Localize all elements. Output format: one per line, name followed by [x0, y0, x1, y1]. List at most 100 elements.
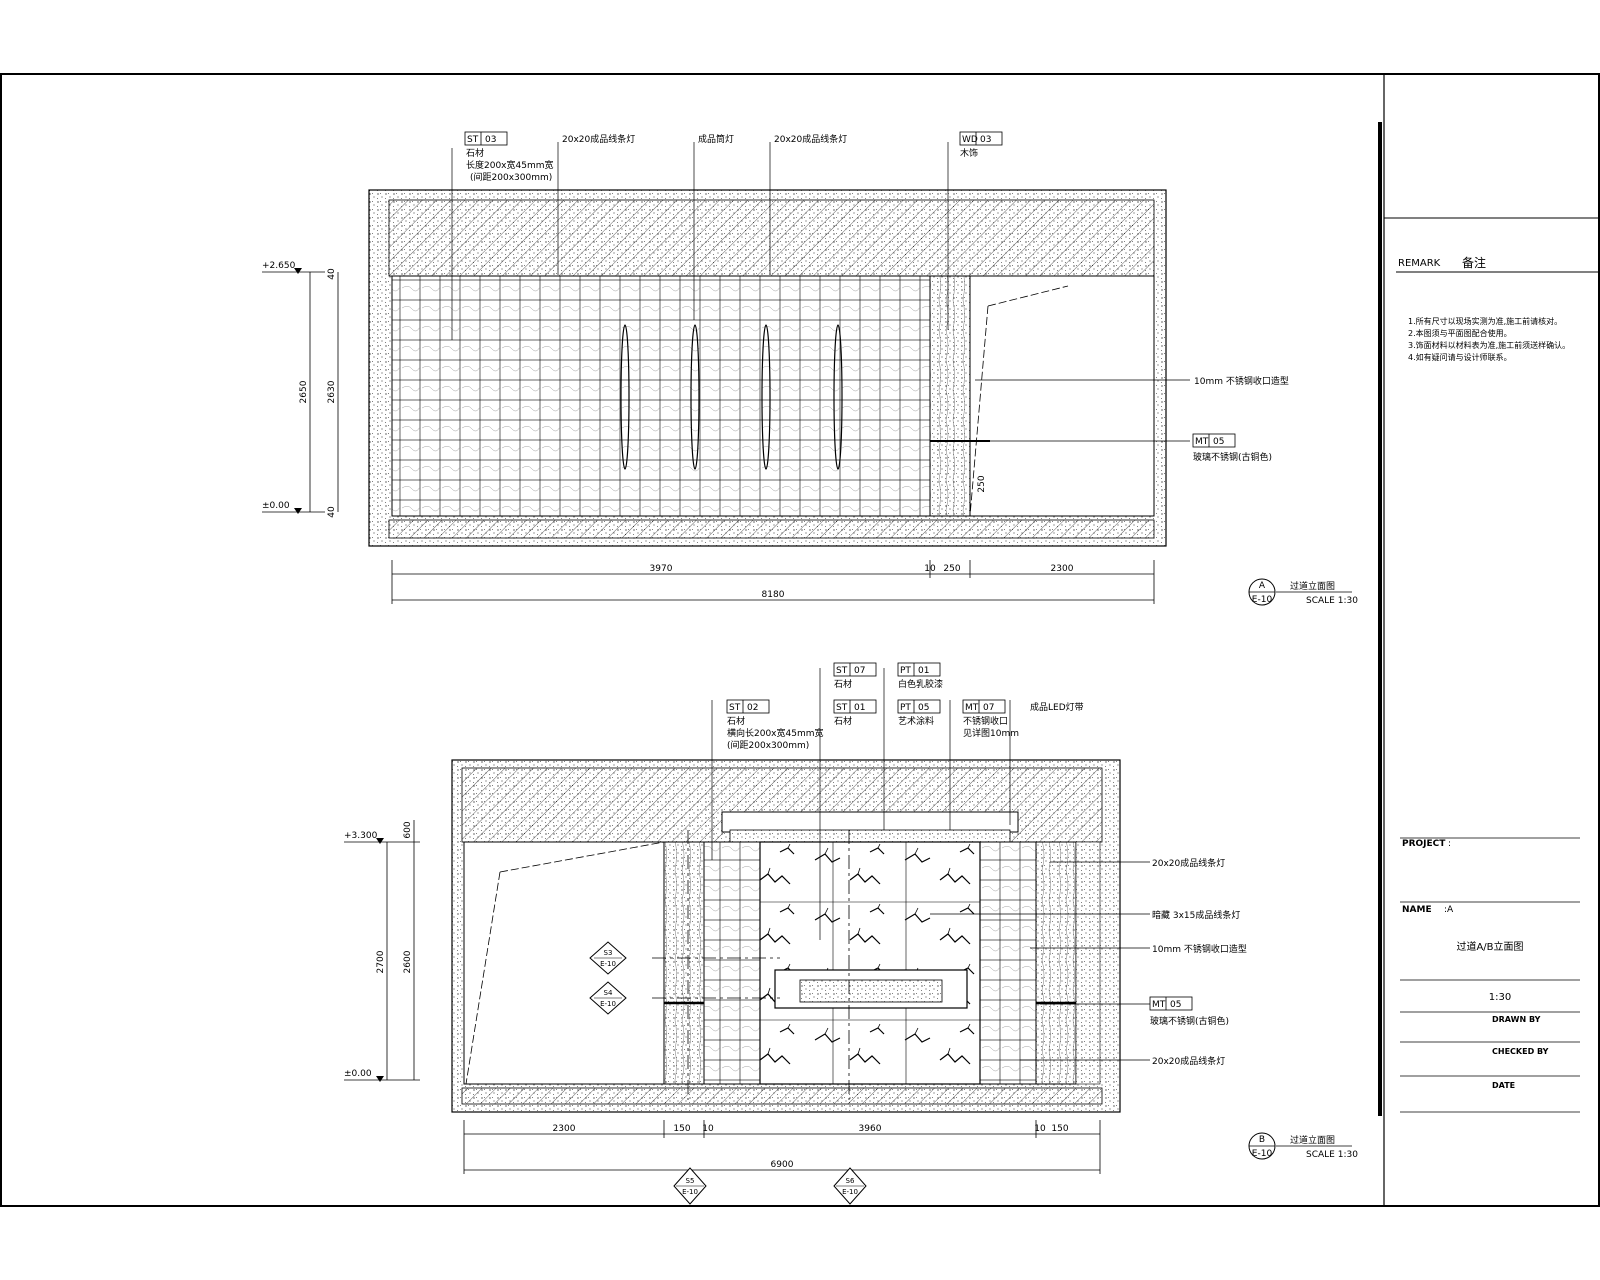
dim-b-b2: 150 [673, 1124, 690, 1134]
name-value: :A [1444, 905, 1454, 915]
dim-a-inner: 2630 [327, 380, 337, 403]
callout-a3: 成品筒灯 [698, 133, 734, 145]
dim-a-small-top: 40 [327, 268, 337, 280]
callout-b2-code: 07 [854, 666, 865, 676]
dim-b-b1: 2300 [553, 1124, 576, 1134]
remark-cn: 备注 [1462, 255, 1486, 270]
project-label: PROJECT [1402, 839, 1446, 849]
dim-a-b4: 2300 [1051, 564, 1074, 574]
remark-line-4: 4.如有疑问请与设计师联系。 [1408, 352, 1512, 362]
dim-b-inner: 2600 [403, 950, 413, 973]
callout-b-right3: 10mm 不锈钢收口造型 [1152, 943, 1247, 955]
callout-b4-code: 01 [918, 666, 929, 676]
dim-b-outer: 2700 [376, 950, 386, 973]
scale-value: 1:30 [1489, 992, 1511, 1003]
callout-a1-line3: (间距200x300mm) [470, 171, 552, 183]
elevation-a [262, 131, 1352, 606]
callout-a1-code: 03 [485, 135, 496, 145]
section-s3-top: S3 [604, 949, 613, 957]
callout-a5-text: 木饰 [960, 147, 978, 159]
name-label: NAME [1402, 905, 1432, 915]
callout-b5-tag: PT [900, 703, 911, 713]
section-s3-bottom: E-10 [600, 960, 616, 968]
callout-a2: 20x20成品线条灯 [562, 133, 635, 145]
callout-b6-tag: MT [965, 703, 979, 713]
section-marker-s3 [589, 941, 627, 975]
callout-b4-tag: PT [900, 666, 911, 676]
remark-line-2: 2.本图须与平面图配合使用。 [1408, 328, 1512, 338]
level-b-bottom: ±0.00 [344, 1069, 372, 1079]
callout-b1-tag: ST [729, 703, 741, 713]
drawn-by-label: DRAWN BY [1492, 1015, 1541, 1024]
callout-b6-line1: 不锈钢收口 [963, 715, 1008, 727]
remark-line-1: 1.所有尺寸以现场实测为准,施工前请核对。 [1408, 316, 1562, 326]
callout-b-right4-tag: MT [1152, 1000, 1166, 1010]
callout-b2-text: 石材 [834, 678, 852, 690]
scale-b: SCALE 1:30 [1306, 1150, 1358, 1160]
dim-a-b1: 3970 [650, 564, 673, 574]
callout-b1-line2: 横向长200x宽45mm宽 [727, 727, 824, 739]
symbol-a-top: A [1259, 581, 1266, 591]
callout-a4: 20x20成品线条灯 [774, 133, 847, 145]
symbol-b-bottom: E-10 [1252, 1149, 1273, 1159]
section-s6-top: S6 [846, 1177, 855, 1185]
section-s5-top: S5 [686, 1177, 695, 1185]
callout-b-right2: 暗藏 3x15成品线条灯 [1152, 909, 1240, 921]
drawing-name: 过道A/B立面图 [1456, 940, 1523, 953]
callout-a-right2-code: 05 [1213, 437, 1224, 447]
section-marker-s5 [673, 1167, 707, 1205]
callout-b-right5: 20x20成品线条灯 [1152, 1055, 1225, 1067]
title-block-lines [1384, 217, 1600, 1113]
callout-b4-text: 白色乳胶漆 [898, 678, 943, 690]
callout-b-right4-text: 玻璃不锈钢(古铜色) [1150, 1015, 1229, 1027]
dim-b-small-top: 600 [403, 821, 413, 838]
callout-b1-code: 02 [747, 703, 758, 713]
level-a-top: +2.650 [262, 261, 296, 271]
callout-a1-line2: 长度200x宽45mm宽 [466, 159, 554, 171]
section-s5-bottom: E-10 [682, 1188, 698, 1196]
callout-a1-tag: ST [467, 135, 479, 145]
elevation-b [344, 662, 1352, 1205]
dim-b-total: 6900 [771, 1160, 794, 1170]
level-a-bottom: ±0.00 [262, 501, 290, 511]
project-value: : [1448, 839, 1451, 849]
dim-a-inner-small: 250 [977, 475, 987, 492]
callout-a-right2-tag: MT [1195, 437, 1209, 447]
dim-b-b5: 10 [1034, 1124, 1046, 1134]
callout-b1-line1: 石材 [727, 715, 745, 727]
dim-a-total: 8180 [762, 590, 785, 600]
section-marker-s4 [589, 981, 627, 1015]
callout-b-right4-code: 05 [1170, 1000, 1181, 1010]
callout-a5-code: 03 [980, 135, 991, 145]
remark-label: REMARK [1398, 258, 1441, 269]
title-a: 过道立面图 [1290, 580, 1335, 592]
dim-b-b6: 150 [1051, 1124, 1068, 1134]
title-b: 过道立面图 [1290, 1134, 1335, 1146]
callout-b5-code: 05 [918, 703, 929, 713]
date-label: DATE [1492, 1081, 1515, 1090]
section-s4-top: S4 [604, 989, 613, 997]
symbol-a-bottom: E-10 [1252, 595, 1273, 605]
callout-a-right2-text: 玻璃不锈钢(古铜色) [1193, 451, 1272, 463]
callout-b-right1: 20x20成品线条灯 [1152, 857, 1225, 869]
callout-a-right1: 10mm 不锈钢收口造型 [1194, 375, 1289, 387]
callout-b3-code: 01 [854, 703, 865, 713]
callout-b5-text: 艺术涂料 [898, 715, 934, 727]
sheet-border [0, 73, 1600, 1207]
dim-b-b3: 10 [702, 1124, 714, 1134]
checked-by-label: CHECKED BY [1492, 1047, 1549, 1056]
section-s6-bottom: E-10 [842, 1188, 858, 1196]
callout-b6-code: 07 [983, 703, 994, 713]
remark-line-3: 3.饰面材料以材料表为准,施工前须送样确认。 [1408, 340, 1570, 350]
dim-a-b3: 250 [943, 564, 960, 574]
callout-b2-tag: ST [836, 666, 848, 676]
callout-b6-line2: 见详图10mm [963, 727, 1019, 739]
callout-b1-line3: (间距200x300mm) [727, 739, 809, 751]
callout-b3-text: 石材 [834, 715, 852, 727]
section-s4-bottom: E-10 [600, 1000, 616, 1008]
dim-a-outer: 2650 [299, 380, 309, 403]
dim-a-small-bottom: 40 [327, 506, 337, 518]
callout-b7: 成品LED灯带 [1030, 701, 1084, 713]
level-b-top: +3.300 [344, 831, 378, 841]
symbol-b-top: B [1259, 1135, 1265, 1145]
